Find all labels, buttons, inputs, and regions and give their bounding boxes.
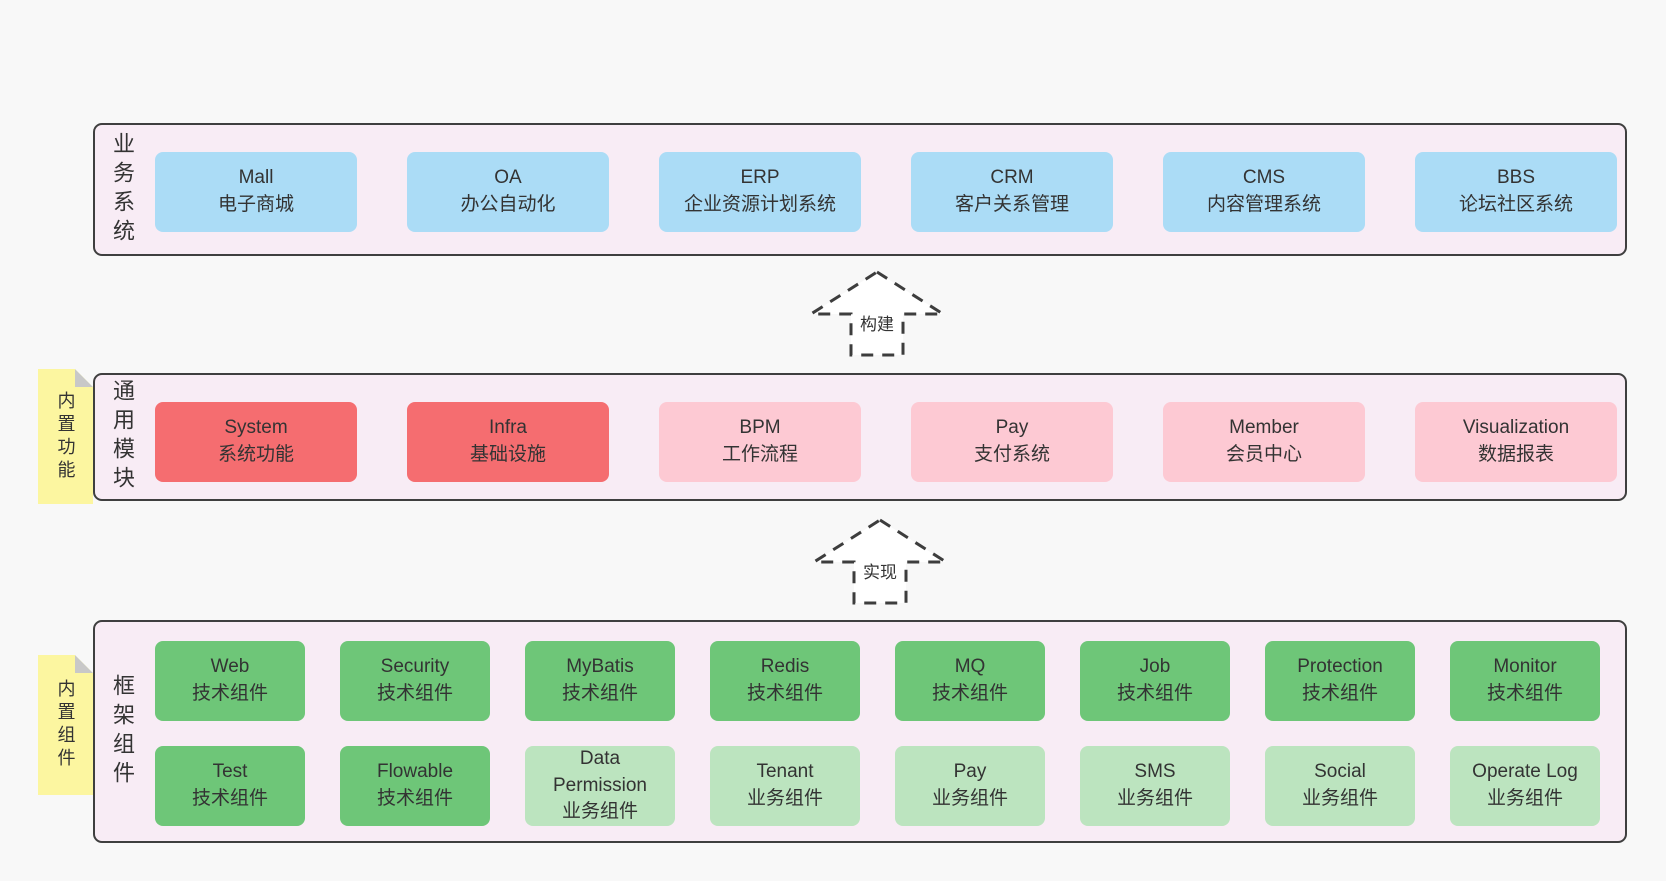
folded-corner-icon [75, 655, 93, 673]
node-subtitle: 业务组件 [1486, 788, 1563, 809]
node-title: Flowable [376, 761, 454, 783]
node-title: MyBatis [566, 656, 634, 678]
sticky-note-text: 内置功能 [55, 390, 76, 483]
node-member: Member 会员中心 [1163, 402, 1365, 482]
node-title: Infra [488, 417, 528, 439]
node-social: Social 业务组件 [1265, 746, 1415, 826]
layer-framework-components: 框架组件 Web 技术组件 Security 技术组件 MyBatis 技术组件… [93, 620, 1627, 843]
node-web: Web 技术组件 [155, 641, 305, 721]
node-title: BPM [739, 417, 781, 439]
node-mq: MQ 技术组件 [895, 641, 1045, 721]
node-title: Mall [238, 167, 274, 189]
node-pay-component: Pay 业务组件 [895, 746, 1045, 826]
node-subtitle: 内容管理系统 [1206, 194, 1321, 215]
node-title: Monitor [1493, 656, 1557, 678]
node-system: System 系统功能 [155, 402, 357, 482]
node-title: MQ [954, 656, 986, 678]
node-mybatis: MyBatis 技术组件 [525, 641, 675, 721]
node-title: Job [1139, 656, 1171, 678]
node-bpm: BPM 工作流程 [659, 402, 861, 482]
node-protection: Protection 技术组件 [1265, 641, 1415, 721]
node-subtitle: 技术组件 [191, 788, 268, 809]
node-title: Member [1229, 417, 1299, 439]
node-subtitle: 支付系统 [973, 444, 1050, 465]
node-subtitle: 业务组件 [1301, 788, 1378, 809]
node-subtitle: 技术组件 [931, 683, 1008, 704]
node-oa: OA 办公自动化 [407, 152, 609, 232]
node-title: Visualization [1462, 417, 1570, 439]
node-subtitle: 会员中心 [1225, 444, 1302, 465]
node-title: Social [1314, 761, 1366, 783]
node-title: Data Permission [553, 747, 647, 796]
node-title: BBS [1496, 167, 1536, 189]
node-title: Protection [1297, 656, 1383, 678]
node-title: Operate Log [1472, 761, 1578, 783]
node-sms: SMS 业务组件 [1080, 746, 1230, 826]
node-title: CRM [990, 167, 1034, 189]
node-subtitle: 技术组件 [561, 683, 638, 704]
node-redis: Redis 技术组件 [710, 641, 860, 721]
layer-common-modules: 通用模块 System 系统功能 Infra 基础设施 BPM 工作流程 Pay… [93, 373, 1627, 501]
implement-arrow-label: 实现 [859, 557, 901, 584]
layer-label: 业务系统 [110, 131, 135, 248]
node-title: Pay [953, 761, 987, 783]
node-title: Web [210, 656, 250, 678]
node-subtitle: 业务组件 [931, 788, 1008, 809]
node-job: Job 技术组件 [1080, 641, 1230, 721]
node-subtitle: 业务组件 [561, 801, 638, 823]
node-subtitle: 技术组件 [1486, 683, 1563, 704]
node-subtitle: 业务组件 [746, 788, 823, 809]
layer-label: 框架组件 [110, 673, 135, 790]
node-subtitle: 办公自动化 [460, 194, 556, 215]
node-title: CMS [1242, 167, 1286, 189]
node-subtitle: 技术组件 [1116, 683, 1193, 704]
node-monitor: Monitor 技术组件 [1450, 641, 1600, 721]
sticky-note-builtin-components: 内置组件 [38, 655, 93, 795]
node-subtitle: 技术组件 [1301, 683, 1378, 704]
node-flowable: Flowable 技术组件 [340, 746, 490, 826]
sticky-note-text: 内置组件 [55, 679, 76, 771]
node-title: SMS [1134, 761, 1176, 783]
node-title: OA [494, 167, 522, 189]
node-title: Redis [760, 656, 810, 678]
node-erp: ERP 企业资源计划系统 [659, 152, 861, 232]
layer-business-systems: 业务系统 Mall 电子商城 OA 办公自动化 ERP 企业资源计划系统 CRM… [93, 123, 1627, 256]
node-subtitle: 技术组件 [376, 788, 453, 809]
node-tenant: Tenant 业务组件 [710, 746, 860, 826]
node-title: Pay [995, 417, 1029, 439]
sticky-note-builtin-features: 内置功能 [38, 369, 93, 504]
node-subtitle: 工作流程 [721, 444, 798, 465]
build-arrow-label: 构建 [856, 309, 898, 336]
node-subtitle: 技术组件 [191, 683, 268, 704]
node-subtitle: 企业资源计划系统 [683, 194, 836, 215]
node-title: Security [380, 656, 450, 678]
node-subtitle: 基础设施 [469, 444, 546, 465]
folded-corner-icon [75, 369, 93, 387]
node-subtitle: 技术组件 [376, 683, 453, 704]
node-cms: CMS 内容管理系统 [1163, 152, 1365, 232]
node-title: ERP [740, 167, 780, 189]
node-subtitle: 电子商城 [217, 194, 294, 215]
node-security: Security 技术组件 [340, 641, 490, 721]
node-title: Test [212, 761, 248, 783]
node-crm: CRM 客户关系管理 [911, 152, 1113, 232]
node-subtitle: 业务组件 [1116, 788, 1193, 809]
node-bbs: BBS 论坛社区系统 [1415, 152, 1617, 232]
node-subtitle: 数据报表 [1477, 444, 1554, 465]
node-pay-system: Pay 支付系统 [911, 402, 1113, 482]
node-test: Test 技术组件 [155, 746, 305, 826]
node-data-permission: Data Permission 业务组件 [525, 746, 675, 826]
node-visualization: Visualization 数据报表 [1415, 402, 1617, 482]
node-subtitle: 客户关系管理 [954, 194, 1069, 215]
node-title: Tenant [756, 761, 814, 783]
node-operate-log: Operate Log 业务组件 [1450, 746, 1600, 826]
node-title: System [224, 417, 288, 439]
layer-label: 通用模块 [110, 379, 135, 495]
node-infra: Infra 基础设施 [407, 402, 609, 482]
node-subtitle: 系统功能 [217, 444, 294, 465]
node-subtitle: 技术组件 [746, 683, 823, 704]
node-mall: Mall 电子商城 [155, 152, 357, 232]
node-subtitle: 论坛社区系统 [1458, 194, 1573, 215]
